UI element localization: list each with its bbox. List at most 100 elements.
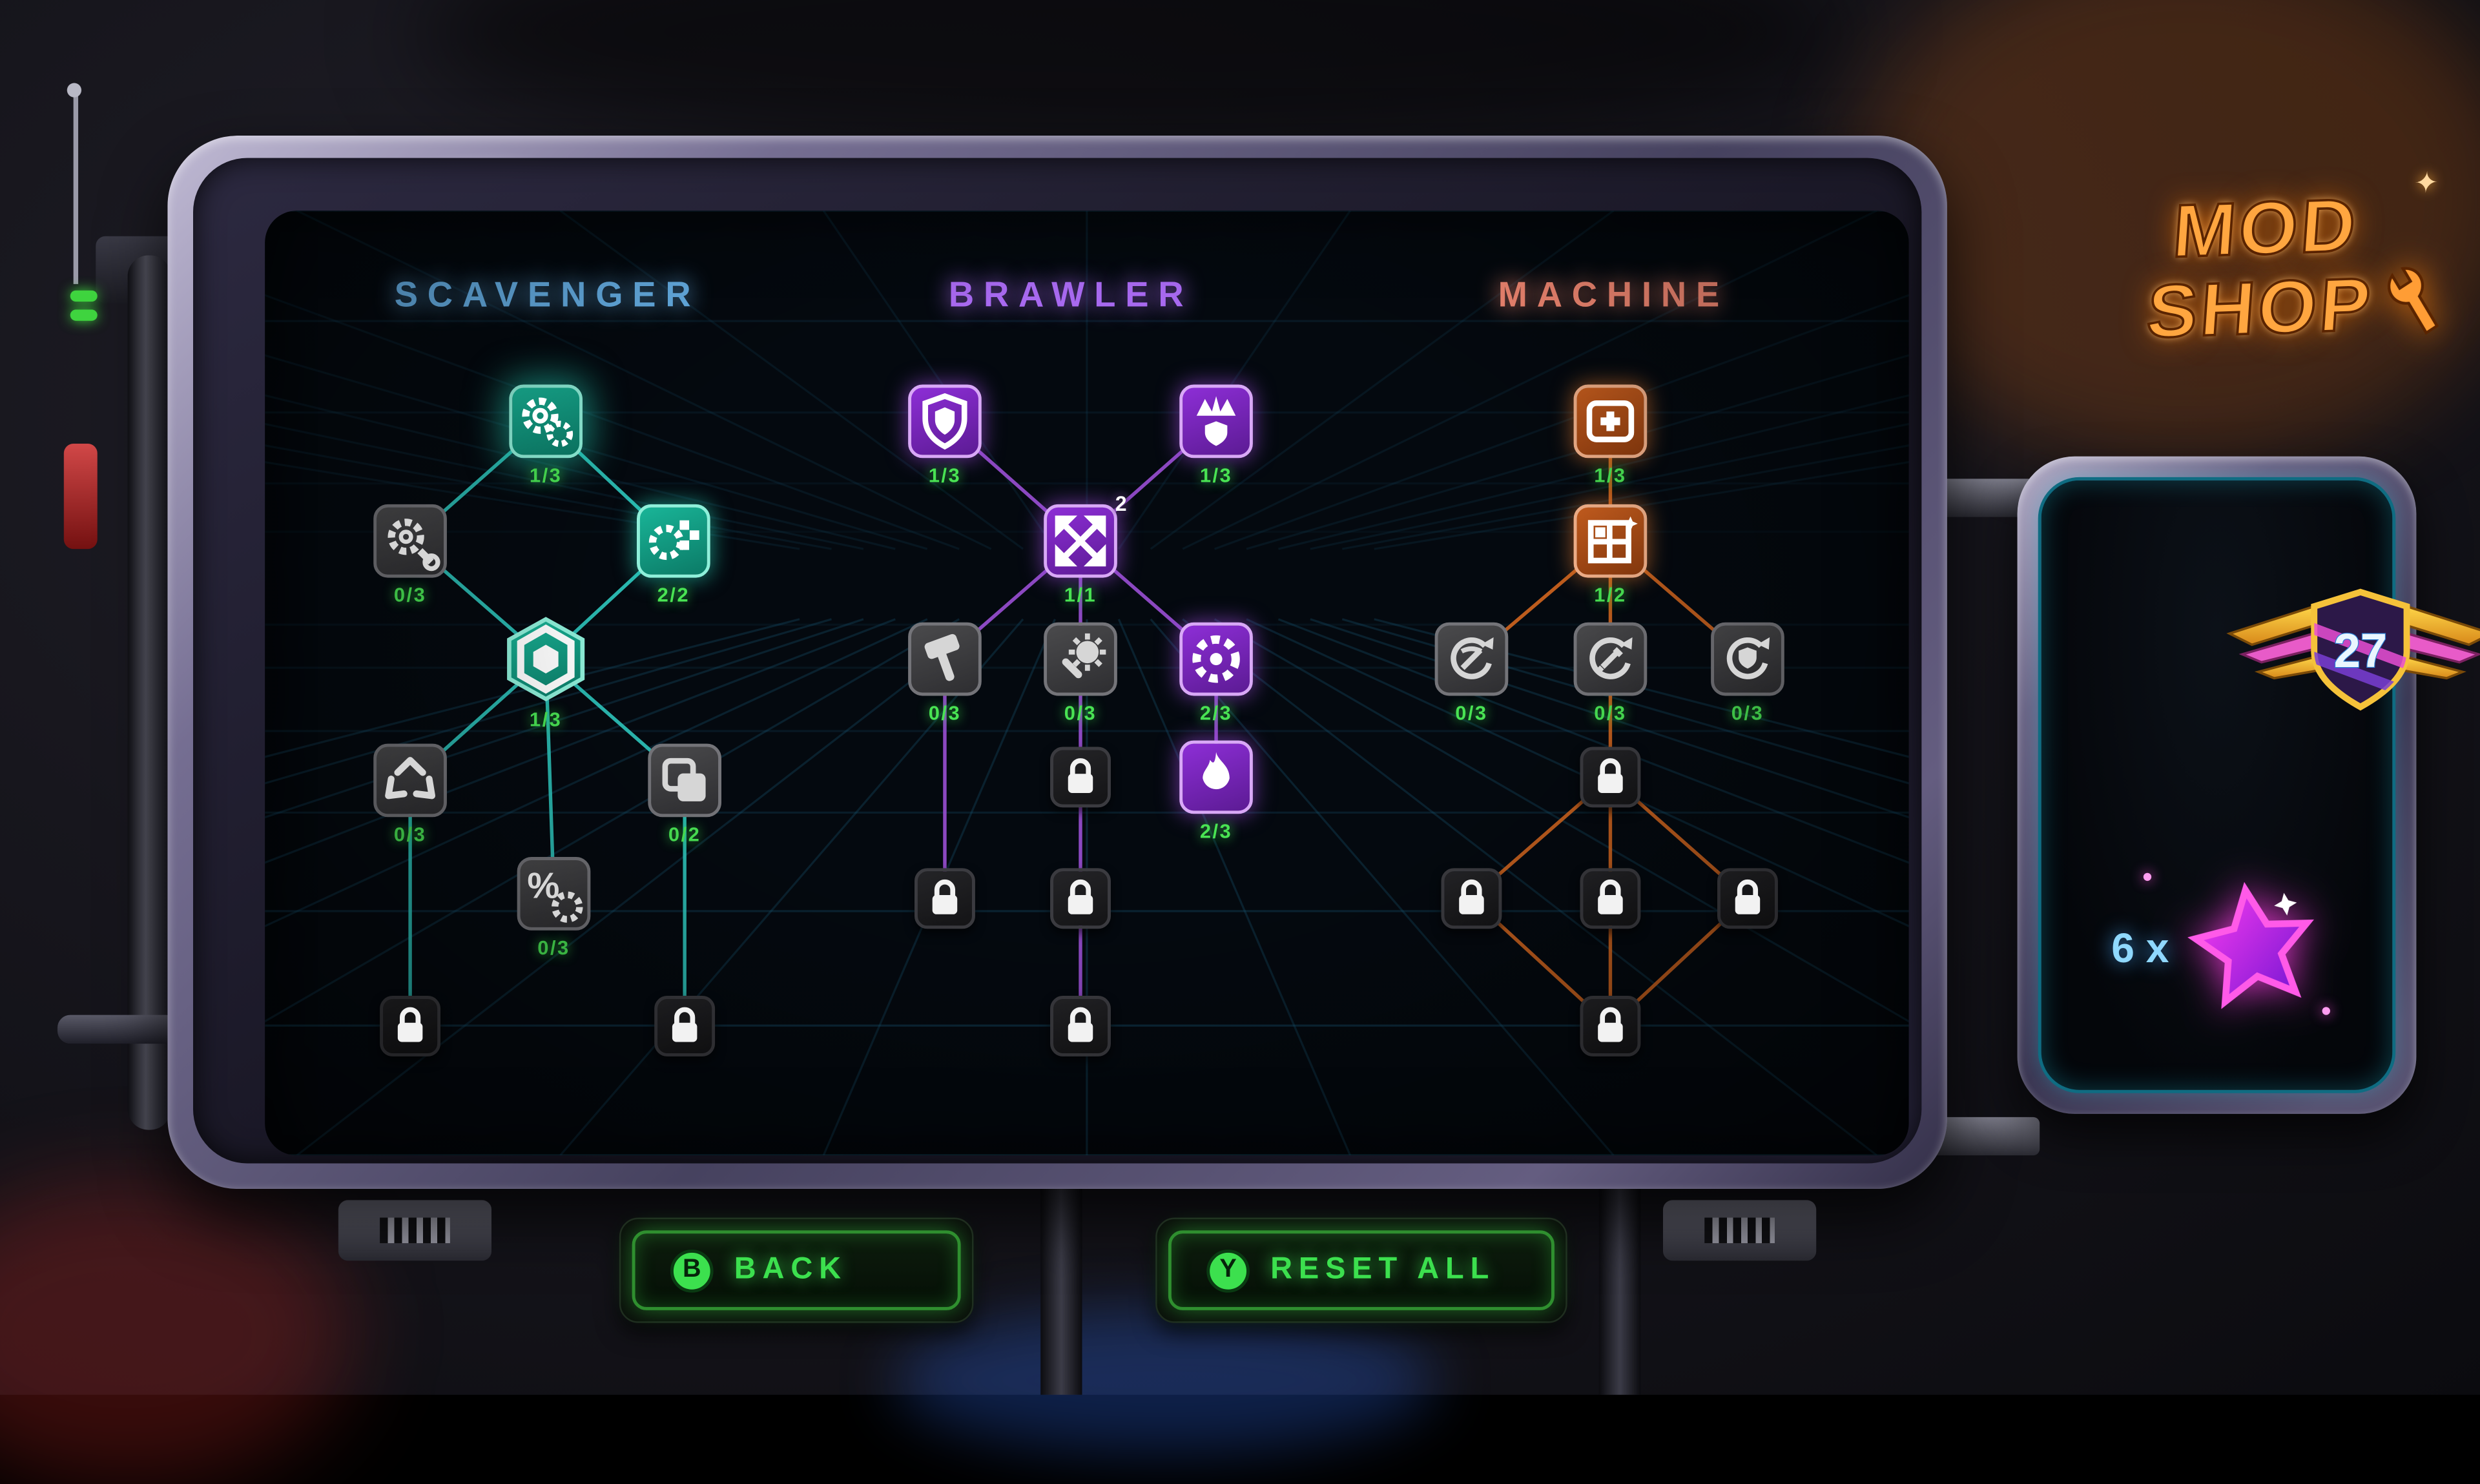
node-count: 1/3 [529,708,563,731]
pipe [127,255,171,1130]
recycle-icon [377,747,444,814]
node-count: 0/3 [1594,702,1627,725]
skill-node-hex-core[interactable] [507,617,585,701]
trees-layer: SCAVENGER 1/3 0/3 2/2 1/3 0/3 0/2% 0/3 BRAWLER 1/… [265,211,1908,1155]
gamepad-b-icon: B [670,1248,714,1292]
monitor-hinge [1662,1200,1817,1261]
gear-pixel-icon [640,508,707,575]
node-count: 0/3 [1731,702,1764,725]
skill-node-window-grid[interactable] [1573,504,1648,578]
skill-node-recycle[interactable] [373,743,447,818]
skill-node-lock[interactable] [914,868,975,929]
monitor-leg [1599,1184,1641,1395]
monitor-hinge [338,1200,492,1261]
sparkle-icon [2322,1007,2330,1015]
node-count: 1/3 [1199,464,1233,487]
node-count: 1/3 [1594,464,1627,487]
node-superscript: 2 [1115,491,1127,516]
back-button-label: BACK [734,1252,847,1286]
skill-node-spike-burst[interactable] [1179,384,1253,459]
node-count: 0/3 [537,936,570,960]
saw-blade-icon [1183,626,1250,693]
indicator-light [70,309,98,321]
svg-text:%: % [527,865,559,905]
skill-node-gear-wrench[interactable] [373,504,447,578]
skill-node-medkit[interactable] [1573,384,1648,459]
back-button[interactable]: B BACK [632,1230,961,1310]
lock-icon [1720,871,1775,925]
skill-node-lock[interactable] [1717,868,1778,929]
monitor-frame: SCAVENGER 1/3 0/3 2/2 1/3 0/3 0/2% 0/3 BRAWLER 1/… [167,136,1947,1190]
skill-node-lock[interactable] [1580,868,1641,929]
reward-panel: 27 6 x [2017,456,2480,1114]
vent-slots [380,1217,450,1244]
lock-icon [1053,750,1108,804]
node-count: 0/3 [1064,702,1097,725]
window-grid-icon [1577,508,1644,575]
skill-node-flame[interactable] [1179,740,1253,814]
reset-all-button[interactable]: Y RESET ALL [1168,1230,1555,1310]
skill-node-lock[interactable] [1441,868,1502,929]
star-count-label: 6 x [2111,923,2169,971]
skill-node-lock[interactable] [1580,747,1641,808]
skill-node-flail[interactable] [1044,622,1117,696]
mod-shop-screen: SCAVENGER 1/3 0/3 2/2 1/3 0/3 0/2% 0/3 BRAWLER 1/… [0,0,2480,1395]
skill-node-hammer[interactable] [908,622,982,696]
gamepad-y-icon: Y [1206,1248,1250,1292]
lock-icon [918,871,972,925]
gear-wrench-icon [377,508,444,575]
skill-node-layers[interactable] [648,743,721,818]
back-button-plate: B BACK [619,1217,974,1323]
tree-title-brawler: BRAWLER [948,274,1194,314]
skill-node-gears[interactable] [509,384,583,459]
badge-right-wing [2401,603,2480,680]
reward-star-row: 6 x [2041,860,2393,1036]
tree-title-machine: MACHINE [1498,274,1730,314]
layers-icon [651,747,718,814]
background-glow-blue [893,1308,1437,1452]
skill-node-gear-pixel[interactable] [637,504,710,578]
skill-node-shield[interactable] [908,384,982,459]
screen: SCAVENGER 1/3 0/3 2/2 1/3 0/3 0/2% 0/3 BRAWLER 1/… [265,211,1909,1156]
reset-all-button-label: RESET ALL [1270,1252,1496,1286]
node-count: 0/3 [1455,702,1488,725]
skill-node-cycle-pick[interactable] [1434,622,1509,696]
node-count: 2/2 [657,584,690,607]
lock-icon [1053,871,1108,925]
reward-panel-screen: 27 6 x [2038,477,2480,1093]
star-icon [2187,881,2315,1009]
cycle-syringe-icon [1577,626,1644,693]
lock-icon [1444,871,1498,925]
skill-node-lock[interactable] [1050,996,1111,1056]
indicator-light [70,290,98,302]
skill-node-cycle-shield[interactable] [1711,622,1784,696]
skill-node-saw-blade[interactable] [1179,622,1253,696]
skill-node-lock[interactable] [654,996,716,1056]
hammer-icon [911,626,978,693]
wrench-icon [2387,267,2439,335]
skill-node-lock[interactable] [1050,868,1111,929]
hex-core-icon [507,617,584,701]
skill-node-gear-percent[interactable]: % [517,857,591,931]
node-count: 2/3 [1199,702,1233,725]
vent-slots [1704,1217,1775,1244]
monitor-bezel: SCAVENGER 1/3 0/3 2/2 1/3 0/3 0/2% 0/3 BRAWLER 1/… [193,158,1922,1164]
cross-multi-icon [1047,508,1114,575]
skill-node-lock[interactable] [1580,996,1641,1056]
lock-icon [1583,999,1637,1053]
tree-title-scavenger: SCAVENGER [394,274,701,314]
node-count: 0/2 [668,823,701,846]
skill-node-lock[interactable] [380,996,441,1056]
background-glow-red [0,1180,351,1484]
skill-node-lock[interactable] [1050,747,1111,808]
node-count: 1/1 [1064,584,1097,607]
skill-node-cross-multi[interactable]: 2 [1044,491,1127,578]
mod-shop-logo: ✦ MOD SHOP [2078,167,2448,355]
node-count: 0/3 [928,702,962,725]
node-count: 0/3 [393,584,427,607]
skill-node-cycle-syringe[interactable] [1573,622,1648,696]
flame-icon [1183,744,1250,811]
cycle-pick-icon [1438,626,1505,693]
lock-icon [1053,999,1108,1053]
